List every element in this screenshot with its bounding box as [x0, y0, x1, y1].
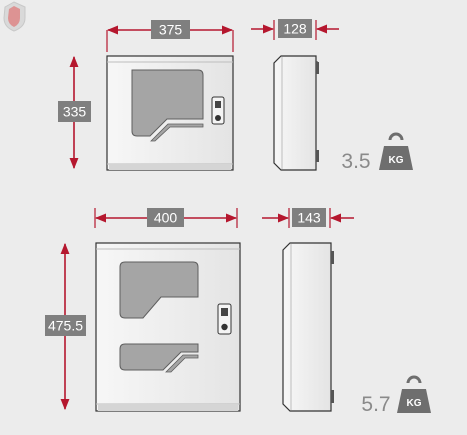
large-depth-dimension: 143	[262, 208, 354, 228]
small-cabinet-group: 375 335	[58, 19, 413, 173]
large-weight: 5.7 KG	[361, 375, 431, 416]
shield-logo-icon	[3, 1, 26, 32]
small-weight-unit: KG	[389, 155, 404, 166]
large-cabinet-front-view	[95, 242, 241, 412]
weight-icon: KG	[397, 375, 431, 413]
small-height-dimension: 335	[58, 55, 91, 170]
weight-icon: KG	[379, 132, 413, 170]
small-lock-icon	[211, 96, 225, 125]
small-width-label: 375	[159, 22, 183, 38]
large-height-label: 475.5	[48, 318, 83, 334]
small-cabinet-side-view	[273, 55, 319, 171]
large-height-dimension: 475.5	[45, 242, 86, 411]
large-upper-window	[119, 261, 199, 319]
large-weight-value: 5.7	[361, 393, 390, 416]
large-depth-label: 143	[297, 210, 321, 226]
small-window	[131, 69, 204, 137]
large-cabinet-group: 400 475.5	[45, 208, 431, 416]
small-depth-dimension: 128	[251, 19, 339, 40]
small-weight: 3.5 KG	[341, 132, 413, 173]
large-lock-icon	[217, 303, 232, 335]
large-cabinet-side-view	[282, 242, 334, 412]
small-cabinet-front-view	[106, 55, 234, 171]
small-width-dimension: 375	[106, 20, 234, 52]
small-weight-value: 3.5	[341, 150, 370, 173]
large-width-label: 400	[154, 210, 178, 226]
large-width-dimension: 400	[94, 208, 238, 228]
small-depth-label: 128	[283, 21, 307, 37]
large-weight-unit: KG	[407, 398, 422, 409]
large-lower-window	[119, 343, 199, 371]
small-height-label: 335	[63, 104, 87, 120]
